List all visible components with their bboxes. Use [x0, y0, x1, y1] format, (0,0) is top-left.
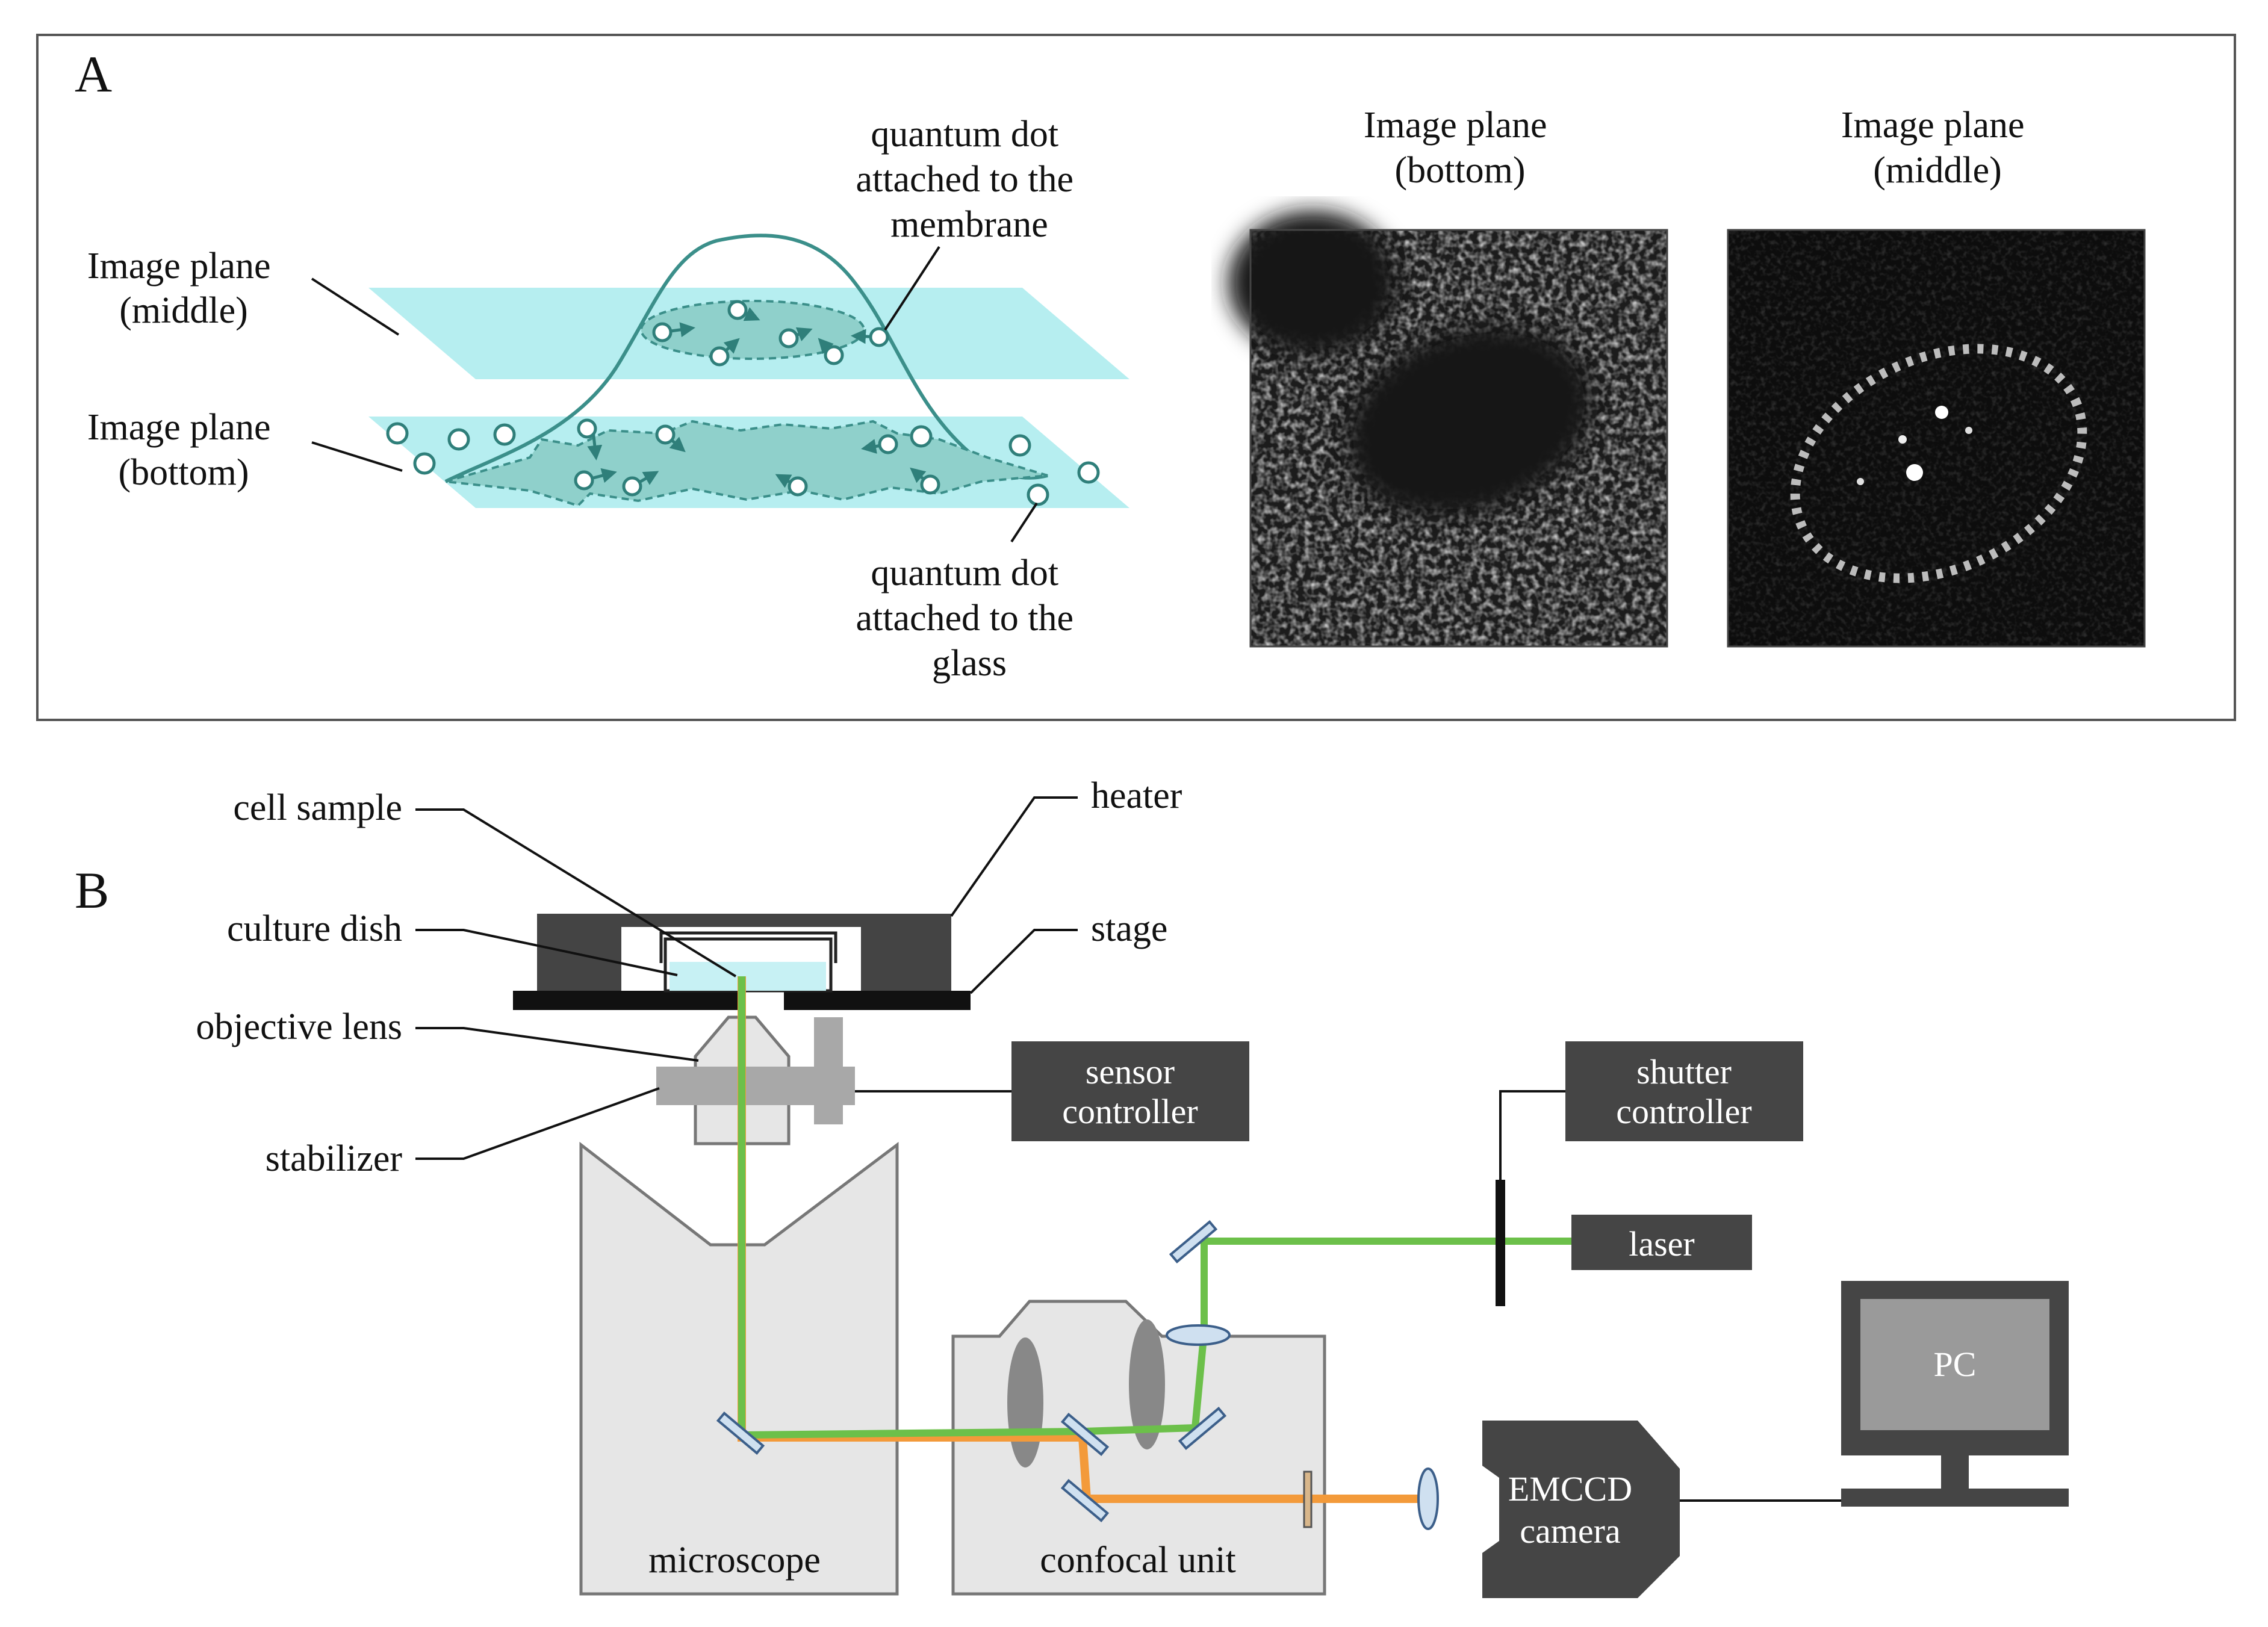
microlens-disk-2	[1129, 1319, 1165, 1449]
microscopy-image-middle	[1727, 229, 2146, 648]
label-qd-glass: quantum dot attached to the glass	[856, 553, 1083, 684]
laser-box: laser	[1571, 1215, 1752, 1270]
quantum-dots-glass	[386, 422, 1100, 506]
label-stabilizer: stabilizer	[266, 1138, 403, 1179]
heater-right	[861, 914, 951, 991]
svg-text:PC: PC	[1934, 1345, 1977, 1384]
heater-left	[537, 914, 621, 991]
mirrors	[716, 1220, 1227, 1522]
panel-b-letter: B	[75, 861, 109, 919]
shutter-blade	[1496, 1180, 1505, 1306]
img-bottom-title: Image plane (bottom)	[1364, 105, 1556, 191]
emission-filter	[1303, 1470, 1313, 1528]
dish-lid	[659, 931, 837, 963]
stage-left	[513, 991, 742, 1010]
svg-text:laser: laser	[1629, 1224, 1695, 1263]
quantum-dots-membrane	[574, 300, 940, 497]
microscopy-image-bottom	[1228, 211, 1668, 648]
stage-right	[784, 991, 971, 1010]
confocal-unit-body	[951, 1300, 1326, 1596]
confocal-unit-label: confocal unit	[1040, 1540, 1235, 1581]
heater-top	[621, 914, 861, 927]
label-objective-lens: objective lens	[196, 1006, 402, 1047]
label-stage: stage	[1091, 908, 1167, 949]
lens-orange	[1417, 1467, 1439, 1530]
label-image-plane-bottom: Image plane (bottom)	[87, 407, 280, 493]
microscope-label: microscope	[648, 1540, 821, 1581]
panel-a-frame	[36, 34, 2236, 721]
label-culture-dish: culture dish	[227, 908, 402, 949]
label-cell-sample: cell sample	[233, 787, 402, 828]
pc-monitor: PC	[1841, 1281, 2069, 1507]
label-image-plane-middle: Image plane (middle)	[87, 246, 280, 331]
culture-dish-medium	[670, 962, 826, 991]
stabilizer-arm	[814, 1017, 843, 1124]
panel-a-letter: A	[75, 45, 112, 103]
img-middle-title: Image plane (middle)	[1841, 105, 2034, 191]
pinhole-disk-1	[1007, 1337, 1043, 1467]
label-heater: heater	[1091, 775, 1182, 816]
lens-green	[1166, 1324, 1231, 1346]
label-qd-membrane: quantum dot attached to the membrane	[856, 114, 1083, 245]
